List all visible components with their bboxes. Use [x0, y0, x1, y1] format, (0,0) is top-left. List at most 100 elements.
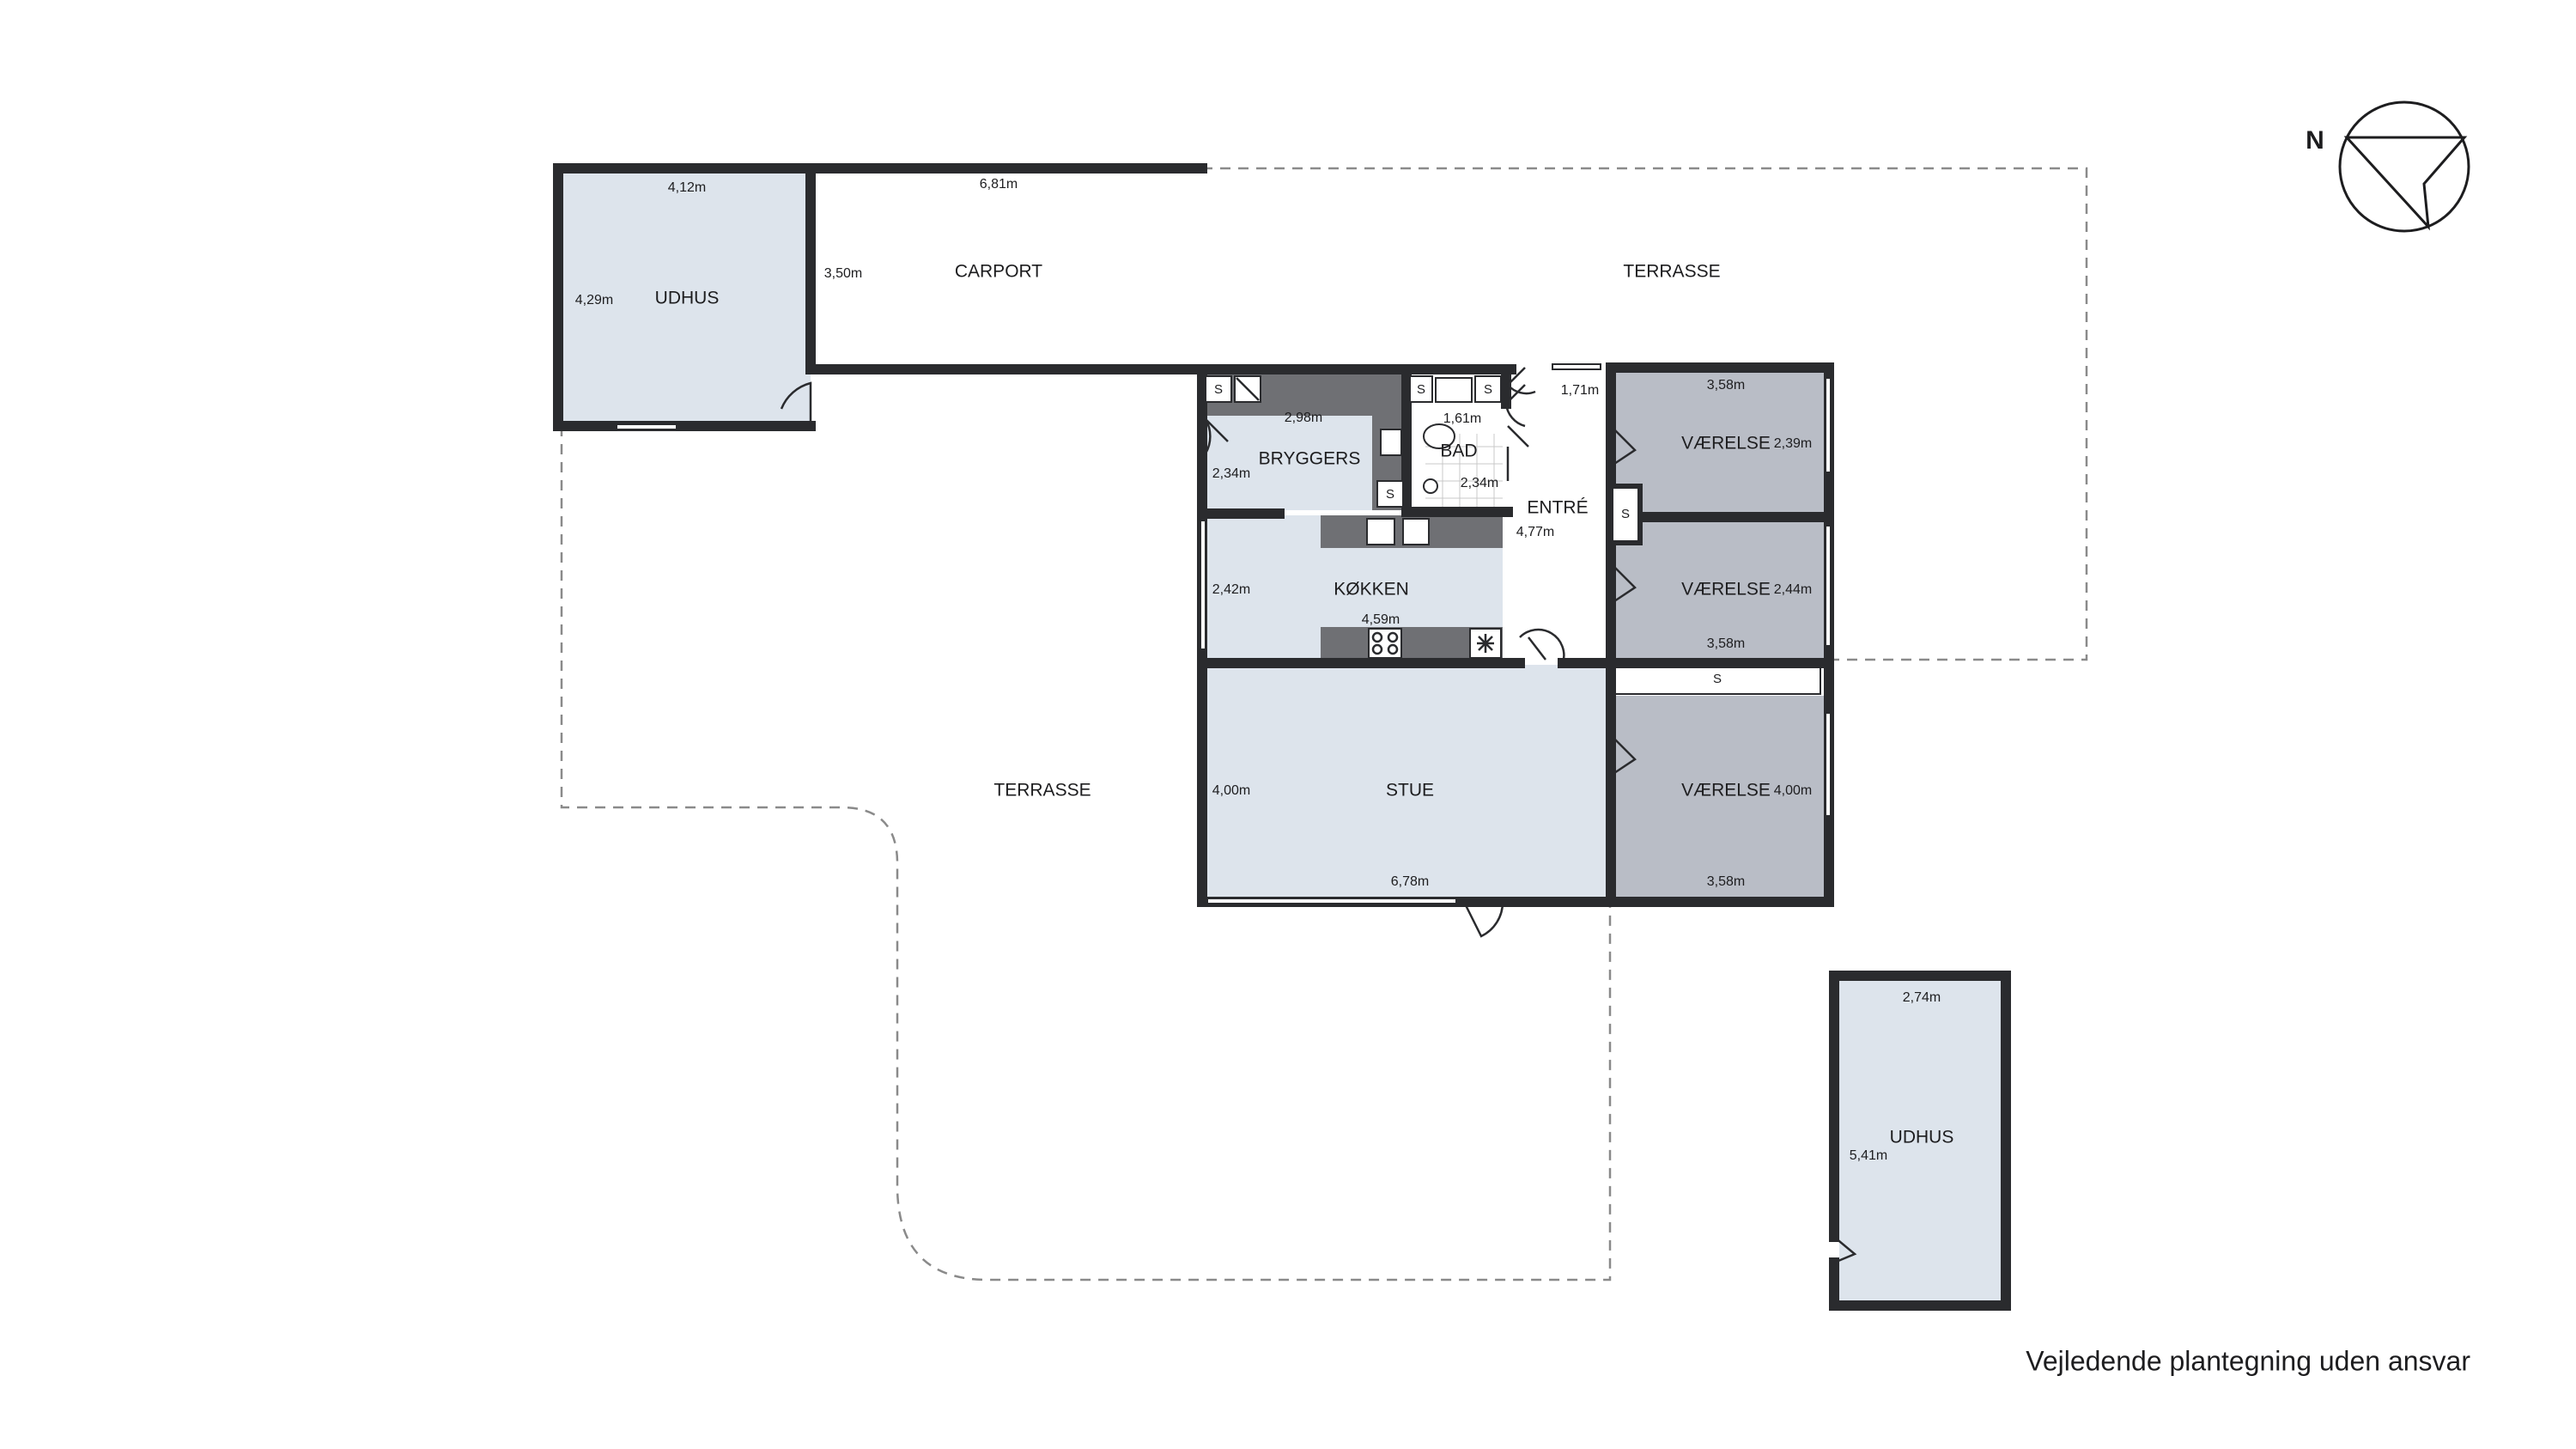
vaerelse-2-depth: 2,44m [1774, 582, 1812, 597]
cabinet-marker: S [1386, 487, 1394, 502]
terrace-north-outline [1202, 167, 2088, 661]
bad-depth: 2,34m [1461, 476, 1498, 490]
door-swing-icon [1506, 425, 1529, 481]
udhus-2-fill [1839, 981, 2001, 1306]
window-vaerelse-3 [1825, 712, 1832, 817]
stove-icon [1368, 628, 1402, 659]
toilet-icon [1423, 423, 1455, 449]
vaerelse-1-fill [1614, 369, 1827, 514]
freezer-icon [1469, 628, 1502, 659]
disclaimer: Vejledende plantegning uden ansvar [2026, 1345, 2470, 1376]
koekken-label: KØKKEN [1334, 580, 1409, 600]
bryggers-depth: 2,34m [1212, 466, 1250, 481]
compass-north-label: N [2306, 126, 2324, 155]
entre-fill [1508, 366, 1609, 662]
cabinet-marker: S [1484, 382, 1492, 397]
bryggers-width: 2,98m [1285, 411, 1322, 425]
vaerelse-1-label: VÆRELSE [1681, 434, 1771, 454]
compass: N [2306, 100, 2470, 233]
koekken-width: 4,59m [1362, 612, 1400, 627]
cabinet-marker: S [1214, 382, 1223, 397]
shower-icon [1423, 478, 1438, 494]
stue-width: 6,78m [1391, 874, 1429, 889]
door-swing-icon [1462, 901, 1504, 938]
vaerelse-2-width: 3,58m [1707, 636, 1745, 651]
udhus-1-depth: 4,29m [575, 293, 613, 307]
udhus-2-walls [1829, 971, 2011, 1311]
terrasse-north-label: TERRASSE [1623, 262, 1720, 282]
sink-icon [1380, 429, 1402, 456]
vaerelse-3-depth: 4,00m [1774, 783, 1812, 798]
cabinet-marker: S [1621, 507, 1630, 521]
entre-label: ENTRÉ [1527, 498, 1588, 518]
vaerelse-1-depth: 2,39m [1774, 436, 1812, 451]
udhus-1-width: 4,12m [668, 180, 706, 195]
room-fills [563, 168, 2001, 1306]
door-swing-icon [1519, 628, 1565, 664]
cabinet-box [1376, 480, 1404, 508]
dimension-labels: 4,12m 4,29m 6,81m 3,50m 2,98m 2,34m 1,61… [575, 177, 1941, 1163]
carport-width: 6,81m [980, 177, 1018, 192]
window-udhus-1 [616, 423, 677, 430]
bad-width: 1,61m [1443, 411, 1481, 426]
udhus-1-label: UDHUS [655, 289, 720, 308]
entre-depth: 4,77m [1516, 525, 1554, 539]
door-swing-icon [1833, 1236, 1857, 1264]
stue-label: STUE [1386, 781, 1434, 801]
terrasse-west-label: TERRASSE [993, 781, 1091, 801]
window-vaerelse-1 [1825, 377, 1832, 473]
udhus-2-width: 2,74m [1903, 990, 1941, 1005]
cabinet-marker: S [1417, 382, 1425, 397]
cabinet-box [1409, 375, 1433, 403]
fixtures [1205, 375, 1502, 659]
compass-icon [2338, 100, 2470, 233]
window-entre [1552, 363, 1601, 370]
door-swing-icon [1613, 566, 1637, 603]
stove-burner [1371, 643, 1383, 655]
bryggers-label: BRYGGERS [1259, 449, 1361, 469]
window-vaerelse-2 [1825, 525, 1832, 647]
udhus-2-label: UDHUS [1890, 1128, 1954, 1148]
terrace-outlines [560, 167, 2088, 1282]
entre-width: 1,71m [1561, 383, 1599, 398]
cabinet-markers: S S S S S S [1214, 382, 1722, 686]
door-swing-icon [1613, 429, 1637, 466]
vaerelse-2-label: VÆRELSE [1681, 580, 1771, 600]
terrace-west-outline [560, 426, 1612, 1282]
wardrobe-vaerelse-3 [1613, 664, 1821, 695]
window-koekken [1200, 520, 1206, 650]
door-swing-icon [780, 381, 812, 426]
washer-icon-mark [1236, 377, 1260, 401]
bathroom-tiles [1425, 434, 1503, 510]
stove-burner [1387, 643, 1399, 655]
dishwasher-icon [1402, 518, 1430, 545]
door-swing-icon [1204, 418, 1229, 454]
vaerelse-3-width: 3,58m [1707, 874, 1745, 889]
cabinet-box [1205, 375, 1232, 403]
carport-depth: 3,50m [824, 266, 862, 281]
door-swing-icon [1506, 367, 1536, 395]
door-swing-icon [1613, 738, 1637, 775]
freezer-icon-mark [1477, 634, 1494, 653]
koekken-depth: 2,42m [1212, 582, 1250, 597]
cabinet-marker: S [1713, 672, 1722, 686]
doors [780, 367, 1857, 1264]
carport-label: CARPORT [955, 262, 1042, 282]
window-stue [1206, 898, 1457, 904]
vaerelse-3-fill [1614, 696, 1827, 898]
stue-fill [1202, 665, 1609, 898]
stove-burner [1387, 631, 1399, 643]
sink-icon [1366, 518, 1395, 545]
stove-burner [1371, 631, 1383, 643]
sink-icon [1435, 377, 1473, 403]
windows [616, 363, 1832, 904]
vaerelse-3-label: VÆRELSE [1681, 781, 1771, 801]
bad-label: BAD [1440, 441, 1477, 461]
room-labels: UDHUS CARPORT TERRASSE TERRASSE BRYGGERS… [655, 262, 1954, 1148]
door-swing-icon [1504, 384, 1526, 428]
vaerelse-1-width: 3,58m [1707, 378, 1745, 393]
udhus-2-depth: 5,41m [1850, 1148, 1887, 1163]
stue-depth: 4,00m [1212, 783, 1250, 798]
udhus-1-fill [563, 168, 811, 426]
